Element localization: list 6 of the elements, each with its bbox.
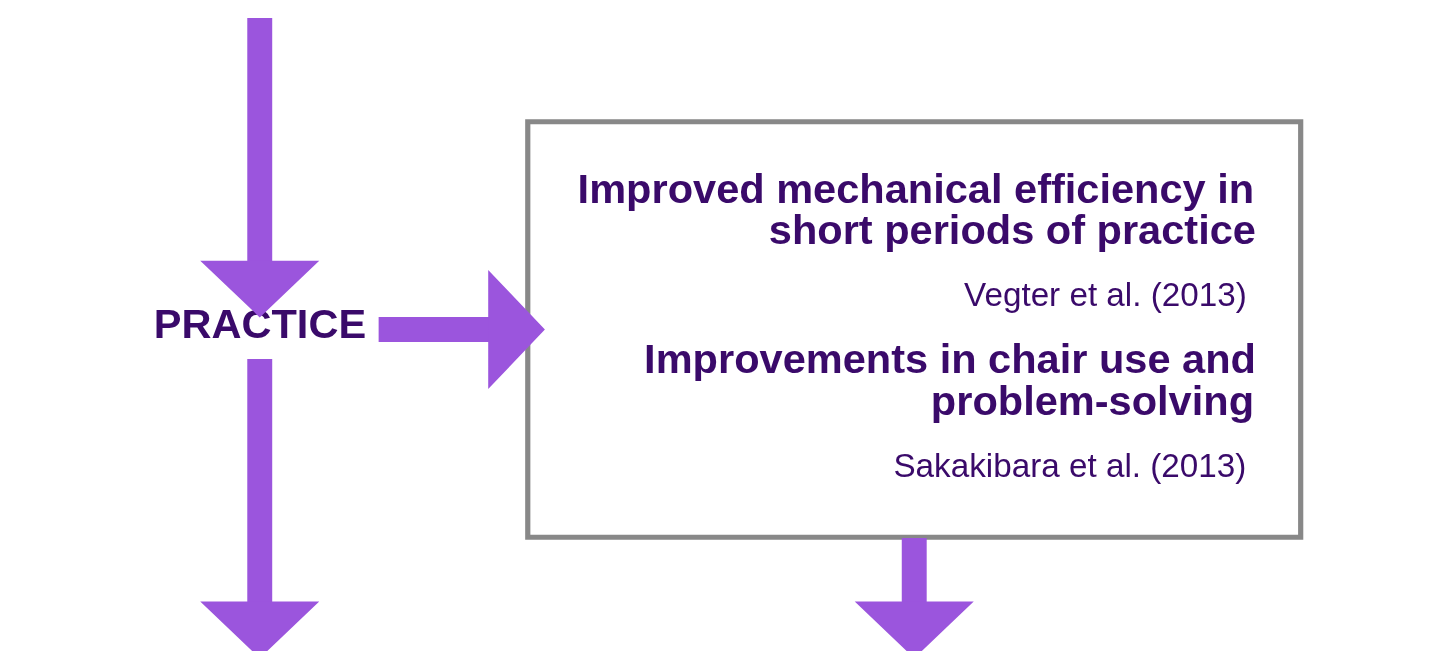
arrow	[854, 538, 974, 651]
arrow	[199, 18, 319, 318]
node-box: Improved mechanical efficiency in short periods of practice Vegter et al. (2013) Improvements in chair use and problem-solving Sakakibara et al. (2013)	[524, 119, 1303, 540]
arrow	[199, 359, 319, 651]
arrow	[378, 269, 545, 390]
node-text: PRACTICE	[153, 299, 366, 347]
